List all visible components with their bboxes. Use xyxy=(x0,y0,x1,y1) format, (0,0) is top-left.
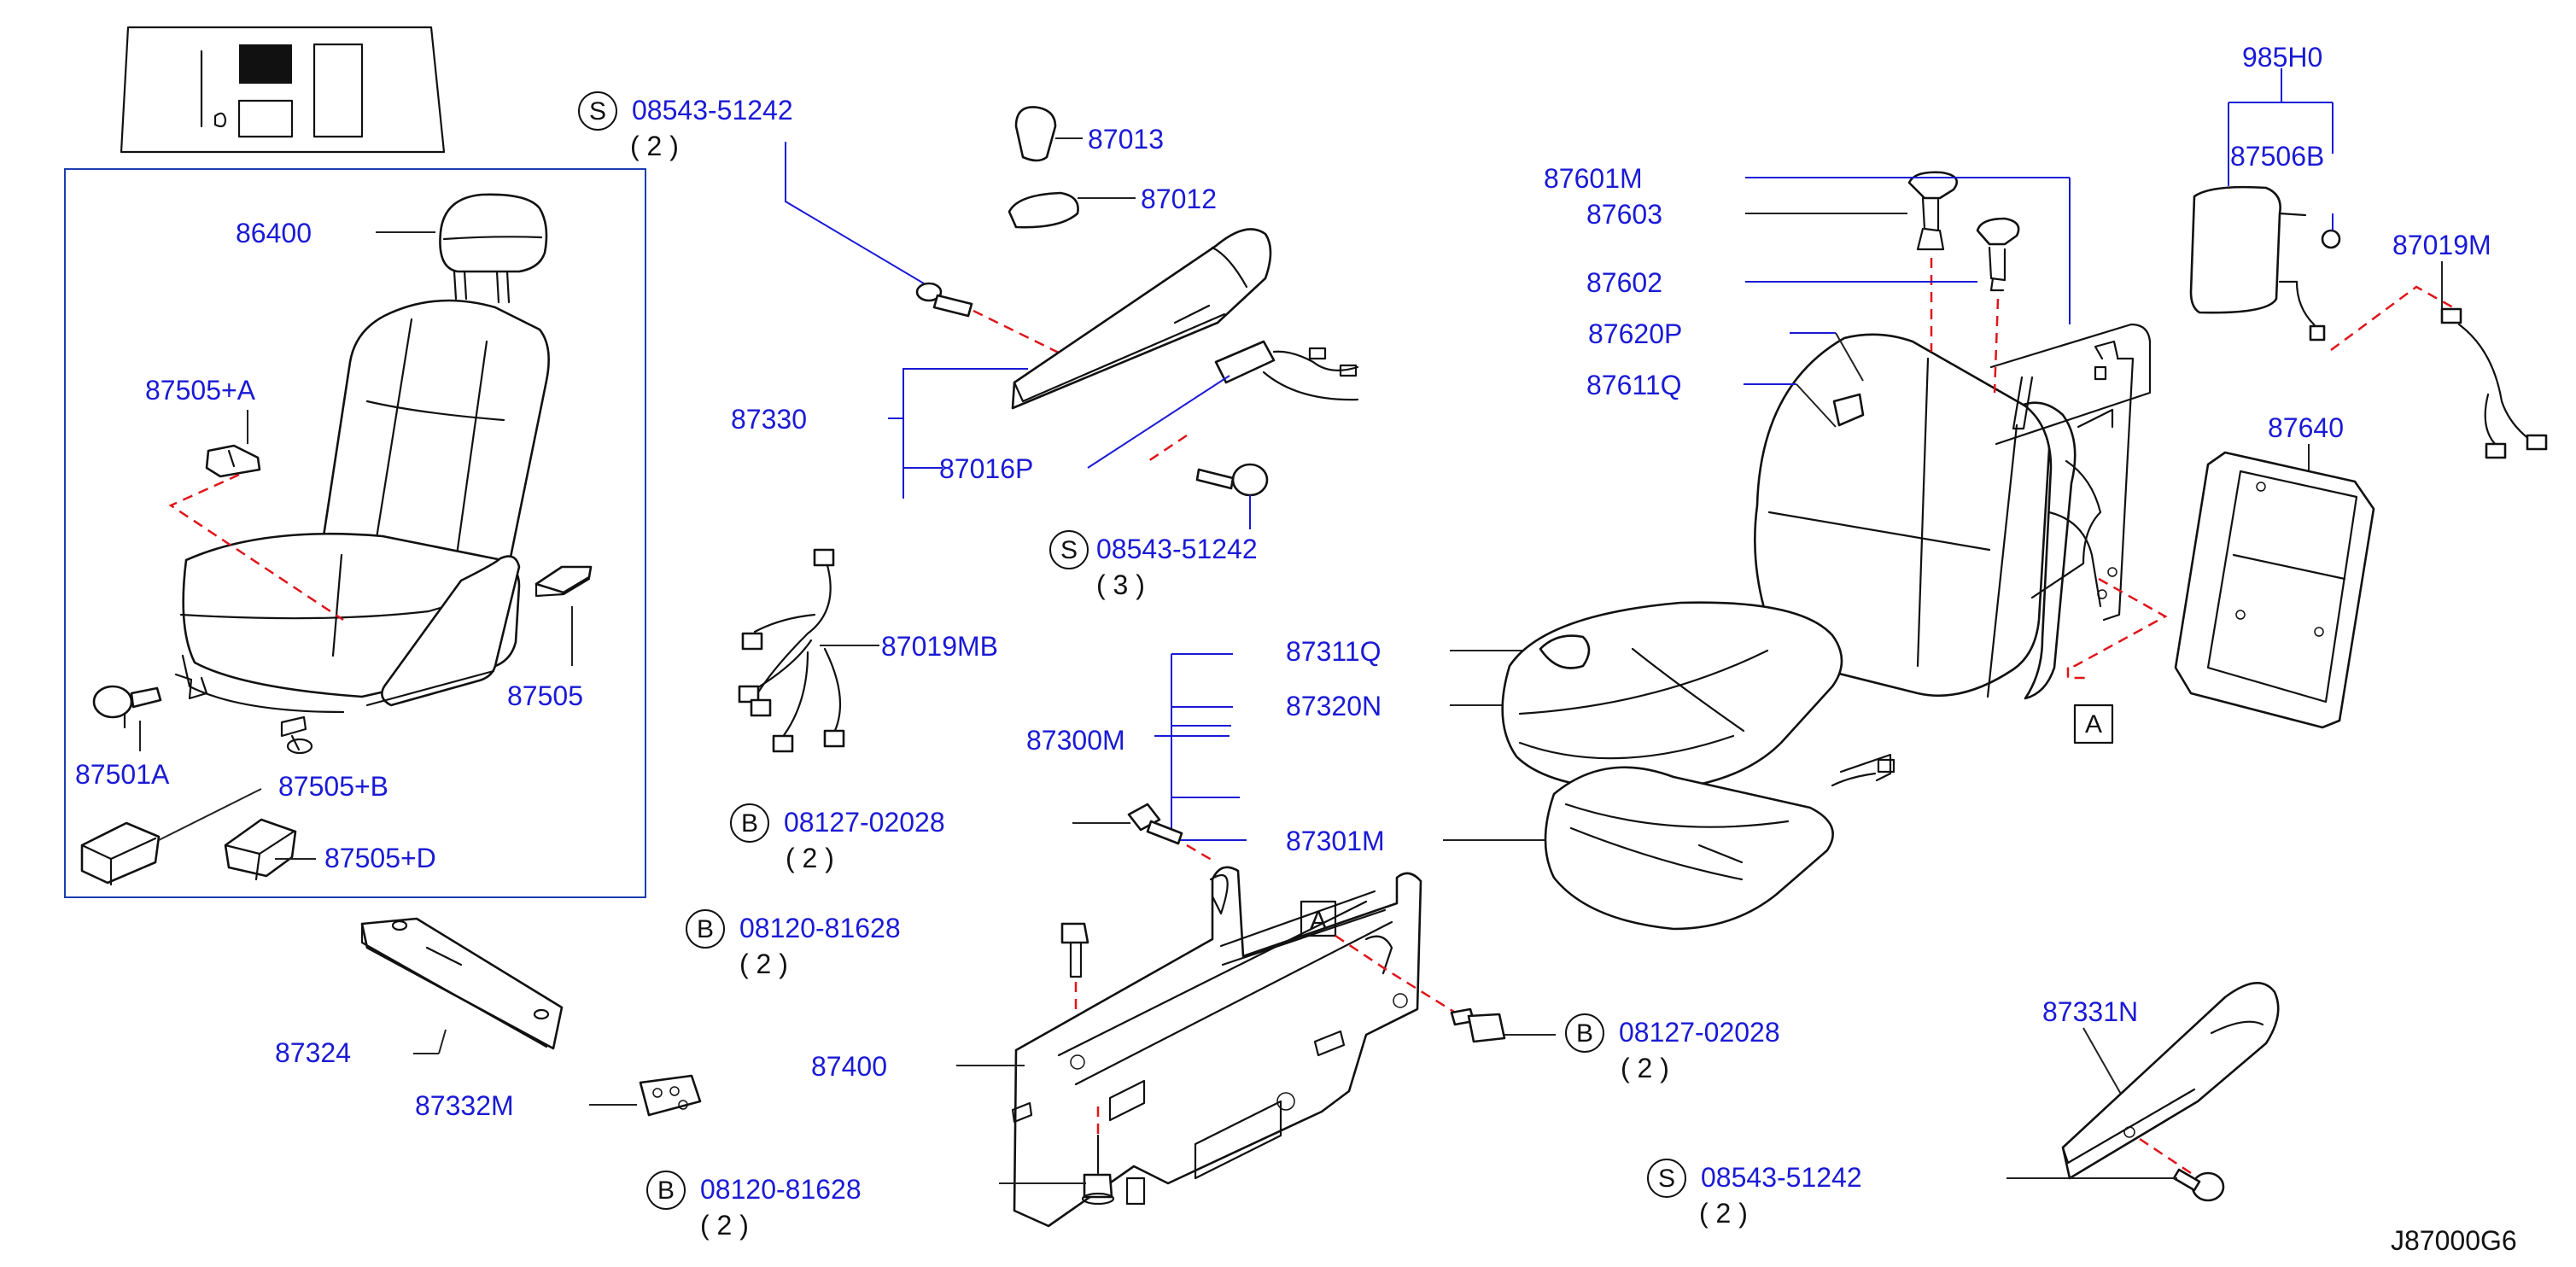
label-87640: 87640 xyxy=(2268,412,2344,443)
label-87601M: 87601M xyxy=(1544,163,1643,194)
fastener-part-number: 08543-51242 xyxy=(632,95,793,126)
fastener-qty: ( 2 ) xyxy=(786,843,834,873)
side-trim-87331N xyxy=(2061,982,2280,1180)
bolt-87501A xyxy=(92,685,162,729)
seat-frame-87400 xyxy=(1011,866,1422,1228)
harness-87019MB xyxy=(738,548,845,753)
seatback-frame xyxy=(1989,323,2152,622)
switch-87016P xyxy=(1214,340,1359,401)
label-87603: 87603 xyxy=(1586,199,1662,230)
fastener-callout: S 08543-51242 ( 3 ) xyxy=(1049,530,1258,600)
label-87332M: 87332M xyxy=(415,1090,514,1121)
label-87505B: 87505+B xyxy=(278,771,388,802)
fastener-qty: ( 3 ) xyxy=(1096,569,1145,600)
bolt-vertical-upper xyxy=(1060,922,1089,978)
label-86400: 86400 xyxy=(236,218,312,248)
svg-text:S: S xyxy=(1060,536,1078,564)
label-87311Q: 87311Q xyxy=(1286,636,1381,667)
label-87602: 87602 xyxy=(1586,267,1662,298)
seatback xyxy=(1754,333,2077,700)
harness-87019M xyxy=(2440,307,2548,459)
label-87330: 87330 xyxy=(731,404,807,435)
label-87013: 87013 xyxy=(1088,124,1164,155)
knob-87012 xyxy=(1008,191,1079,229)
svg-text:B: B xyxy=(697,915,714,943)
svg-text:B: B xyxy=(657,1176,675,1205)
back-board-87640 xyxy=(2174,451,2375,729)
fastener-callout: B 08127-02028 ( 2 ) xyxy=(730,803,945,873)
label-87324: 87324 xyxy=(275,1037,351,1068)
fastener-part-number: 08543-51242 xyxy=(1701,1162,1862,1193)
label-87019MB: 87019MB xyxy=(881,631,998,662)
label-87320N: 87320N xyxy=(1286,691,1381,721)
fastener-qty: ( 2 ) xyxy=(739,949,788,979)
label-87331N: 87331N xyxy=(2042,996,2138,1027)
label-87611Q: 87611Q xyxy=(1586,370,1682,400)
label-87501A: 87501A xyxy=(75,759,170,790)
fastener-qty: ( 2 ) xyxy=(700,1210,749,1241)
fastener-callout: B 08120-81628 ( 2 ) xyxy=(646,1171,862,1241)
label-87016P: 87016P xyxy=(939,453,1033,484)
bracket-87332M xyxy=(639,1074,702,1117)
fastener-part-number: 08127-02028 xyxy=(784,807,945,838)
label-87301M: 87301M xyxy=(1286,826,1385,856)
inset-box xyxy=(64,168,646,898)
fastener-part-number: 08127-02028 xyxy=(1619,1017,1780,1048)
airbag-module-87506B xyxy=(2189,185,2341,342)
fastener-qty: ( 2 ) xyxy=(1621,1053,1669,1083)
trim-87324 xyxy=(360,917,564,1050)
guide-87603 xyxy=(1907,171,1958,251)
guide-87602 xyxy=(1976,217,2020,292)
fastener-part-number: 08120-81628 xyxy=(700,1174,862,1205)
fastener-qty: ( 2 ) xyxy=(1699,1198,1748,1229)
diagram-code: J87000G6 xyxy=(2391,1225,2517,1256)
seat-cushion xyxy=(1501,601,1843,792)
fastener-callout: S 08543-51242 ( 2 ) xyxy=(1647,1159,1862,1229)
label-87506B: 87506B xyxy=(2230,141,2324,172)
screw-right xyxy=(2172,1168,2225,1202)
fastener-callout: B 08120-81628 ( 2 ) xyxy=(686,909,901,979)
svg-text:S: S xyxy=(589,97,606,126)
clip-87505D xyxy=(224,818,297,881)
label-87300M: 87300M xyxy=(1026,725,1125,756)
label-87505D: 87505+D xyxy=(324,843,436,873)
fastener-qty: ( 2 ) xyxy=(630,131,679,161)
headrest-86400 xyxy=(439,193,548,304)
clip-87505B xyxy=(80,821,161,886)
fastener-part-number: 08543-51242 xyxy=(1096,534,1258,564)
bolt-right xyxy=(1450,1007,1506,1043)
side-cover-87330 xyxy=(1011,228,1272,410)
knob-87013 xyxy=(1014,106,1057,162)
svg-text:S: S xyxy=(1658,1165,1675,1193)
ref-marker-a: A xyxy=(2073,704,2114,744)
fastener-callout: B 08127-02028 ( 2 ) xyxy=(1565,1013,1780,1083)
screw-top xyxy=(915,282,973,318)
bolt-vertical-lower xyxy=(1081,1134,1115,1206)
clip-87505 xyxy=(534,565,593,598)
svg-text:A: A xyxy=(1310,907,1327,935)
locator-thumbnail xyxy=(120,26,446,154)
screw-mid xyxy=(1195,463,1269,497)
seat-pan-87301M xyxy=(1544,753,1895,931)
label-87505A: 87505+A xyxy=(145,375,256,406)
fastener-callout: S 08543-51242 ( 2 ) xyxy=(578,91,793,161)
svg-text:A: A xyxy=(2085,710,2102,739)
svg-text:B: B xyxy=(741,809,758,838)
label-87019M: 87019M xyxy=(2392,230,2491,260)
label-87012: 87012 xyxy=(1141,184,1217,214)
seat-assembly-inset xyxy=(174,299,550,755)
label-87505: 87505 xyxy=(507,680,583,711)
label-87400: 87400 xyxy=(811,1051,887,1082)
svg-text:B: B xyxy=(1576,1019,1593,1048)
ref-marker-a: A xyxy=(1300,900,1337,937)
label-985H0: 985H0 xyxy=(2242,42,2322,73)
label-87620P: 87620P xyxy=(1588,318,1682,349)
clip-87505A xyxy=(205,444,261,478)
fastener-part-number: 08120-81628 xyxy=(739,913,901,943)
bolt-upper xyxy=(1127,803,1183,845)
